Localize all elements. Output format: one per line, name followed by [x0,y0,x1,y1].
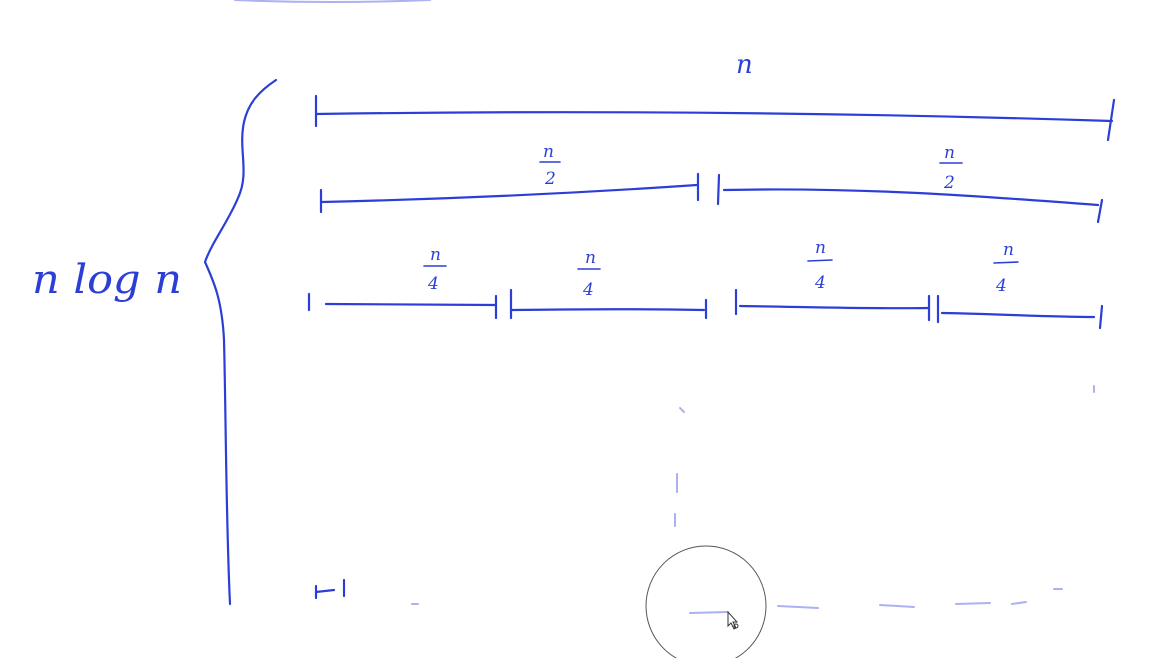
level-2-segment-4: n 4 [936,240,1104,330]
level-2-seg-3-denominator: 4 [814,273,826,293]
bottom-level [314,578,1063,614]
level-1-seg-1-numerator: n [543,142,554,162]
level-1-seg-1-line [320,183,699,204]
level-2-seg-4-tick-right [1098,304,1104,330]
level-2-seg-2-denominator: 4 [582,280,594,300]
level-2-seg-3-fraction-bar [807,259,833,262]
cursor-arrow [727,610,739,630]
bottom-dash-3 [777,605,819,609]
level-0-segment [314,111,1114,123]
curly-brace [203,78,278,606]
level-2-segment-2: n 4 [509,248,708,320]
faint-stroke-top [234,0,431,3]
level-2-seg-2-numerator: n [585,248,596,268]
bottom-dash-4 [879,604,915,608]
level-1-seg-2-tick-left [716,173,721,206]
level-1: n 2 n 2 [319,142,1104,224]
level-0: n [314,50,1116,142]
vertical-dash-1 [679,407,685,413]
level-1-seg-2-numerator: n [944,143,955,163]
level-2-seg-3-line [738,304,930,310]
continuation-dashes [674,385,1095,527]
level-2: n 4 n 4 n 4 n 4 [307,238,1104,330]
level-2-segment-1: n 4 [307,245,498,320]
level-2-seg-1-line [324,302,498,307]
bottom-dash-2 [689,611,729,614]
level-1-seg-2-denominator: 2 [943,173,955,193]
height-label: n log n [32,257,182,303]
level-2-segment-3: n 4 [734,238,931,322]
height-annotation: n log n [32,78,278,606]
cursor-pen-dot [733,623,739,629]
bottom-dash-6 [1011,601,1027,605]
level-0-tick-right [1106,98,1116,142]
level-2-seg-4-fraction-bar [993,261,1019,264]
level-2-seg-3-numerator: n [815,238,826,258]
level-1-seg-2-tick-right [1096,198,1104,224]
cursor-highlight-ring [645,545,767,658]
level-1-segment-1: n 2 [319,142,700,214]
pen-cursor-icon [645,545,767,658]
level-2-seg-1-numerator: n [430,245,441,265]
level-2-seg-1-denominator: 4 [427,274,439,294]
level-1-seg-2-line [722,188,1100,207]
level-0-label-n: n [736,50,753,80]
level-2-seg-4-line [940,311,1096,319]
level-1-segment-2: n 2 [716,143,1104,224]
level-2-seg-4-numerator: n [1003,240,1014,260]
bottom-dash-5 [955,602,991,605]
level-2-seg-2-line [510,308,706,312]
bottom-stroke-1 [314,588,336,594]
level-1-seg-1-denominator: 2 [544,169,556,189]
level-2-seg-4-denominator: 4 [995,276,1007,296]
